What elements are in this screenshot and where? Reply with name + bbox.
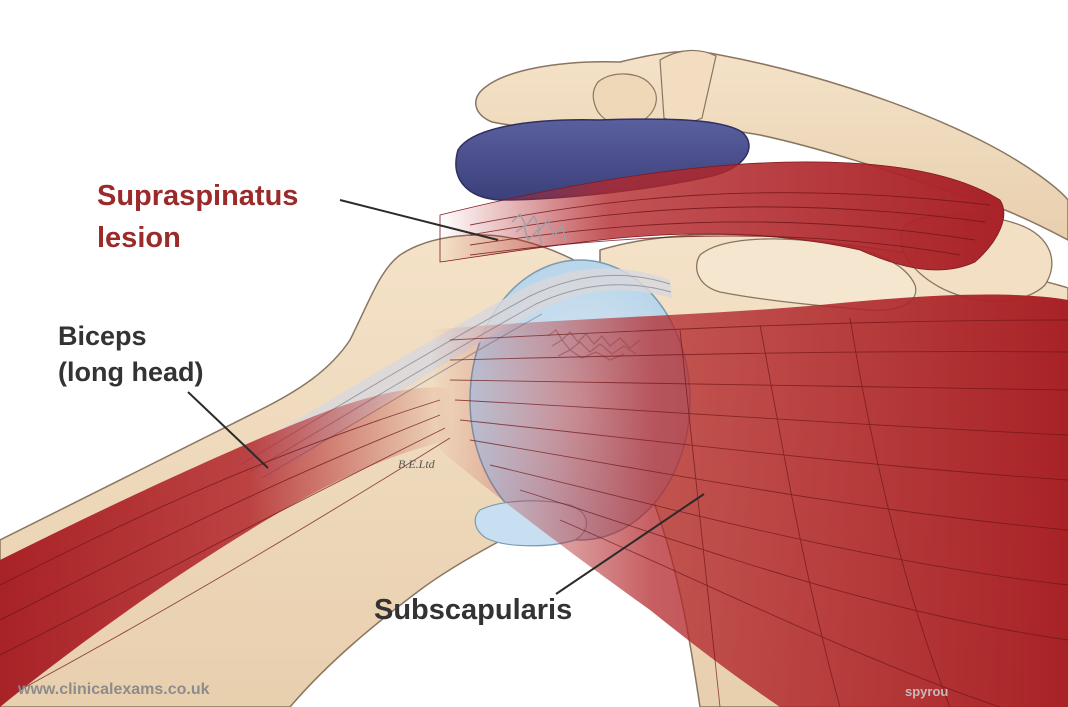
subscapularis-label: Subscapularis xyxy=(374,594,573,626)
supraspinatus-tear xyxy=(511,212,567,247)
biceps-muscle xyxy=(0,387,452,707)
website-watermark: www.clinicalexams.co.uk xyxy=(18,681,210,698)
subscapularis-leader-line xyxy=(555,493,705,595)
artist-mark: B.E.Ltd xyxy=(398,457,435,471)
biceps-leader-line xyxy=(187,391,269,469)
supraspinatus-label-line1: Supraspinatus xyxy=(97,180,299,212)
supraspinatus-label-line2: lesion xyxy=(97,222,181,254)
subscapularis-muscle xyxy=(430,294,1068,707)
supraspinatus-leader-line xyxy=(339,199,499,241)
leader-lines xyxy=(187,199,705,595)
artist-credit-watermark: spyrou xyxy=(905,684,949,699)
supraspinatus-muscle xyxy=(439,161,1005,271)
biceps-label-line1: Biceps xyxy=(58,321,147,351)
biceps-label-line2: (long head) xyxy=(58,357,204,387)
biceps-long-head-label: Biceps (long head) xyxy=(58,318,203,390)
supraspinatus-lesion-label: Supraspinatus lesion xyxy=(97,175,298,259)
